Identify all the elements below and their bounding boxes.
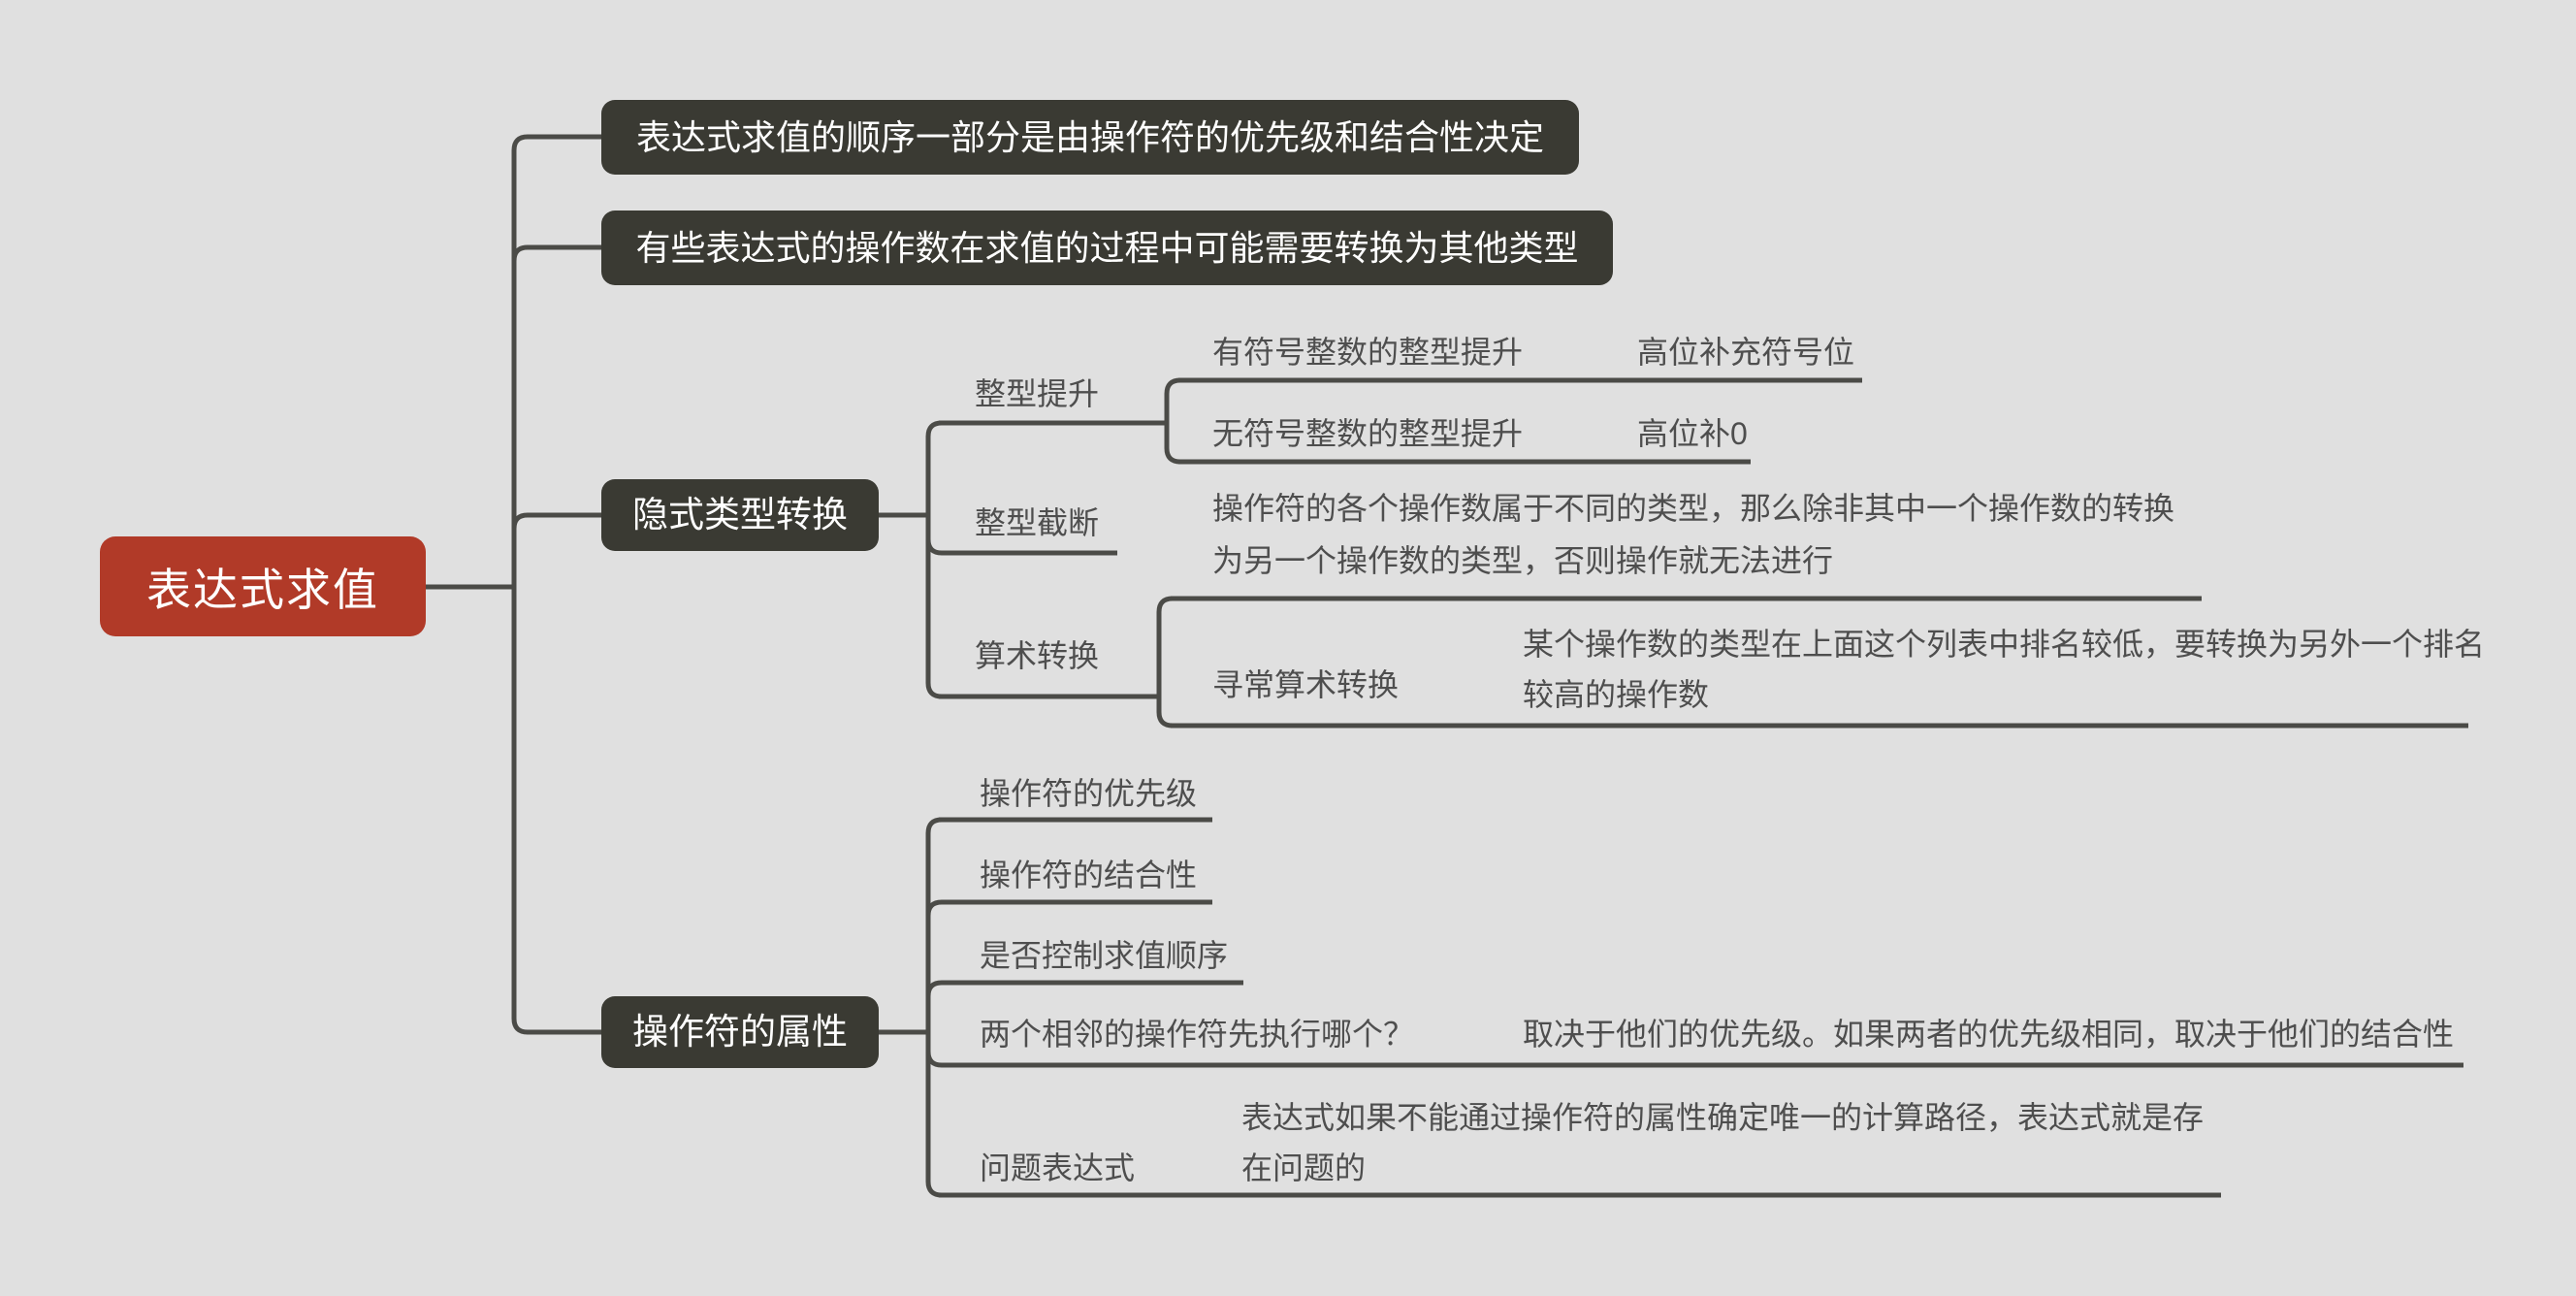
note-unsigned-promotion[interactable]: 高位补0 <box>1637 416 1748 451</box>
topic-operator-precedence[interactable]: 操作符的优先级 <box>980 776 1198 811</box>
root-topic[interactable]: 表达式求值 <box>100 536 426 636</box>
topic-operand-conversion[interactable]: 有些表达式的操作数在求值的过程中可能需要转换为其他类型 <box>601 211 1613 285</box>
topic-usual-arith-conversion[interactable]: 寻常算术转换 <box>1212 667 1400 702</box>
topic-operator-attributes[interactable]: 操作符的属性 <box>601 996 879 1068</box>
topic-problem-expression[interactable]: 问题表达式 <box>980 1150 1136 1185</box>
underline-adjacent-ops-row <box>925 1051 2463 1068</box>
connector-int-truncation <box>925 538 1117 556</box>
note-problem-expression-line2[interactable]: 在问题的 <box>1241 1150 1367 1185</box>
topic-operator-associativity[interactable]: 操作符的结合性 <box>980 858 1198 892</box>
topic-implicit-conversion[interactable]: 隐式类型转换 <box>601 479 879 551</box>
underline-associativity <box>925 899 1212 917</box>
bracket-arith-conversion <box>1156 596 1174 729</box>
topic-signed-promotion[interactable]: 有符号整数的整型提升 <box>1212 335 1524 370</box>
topic-eval-order[interactable]: 表达式求值的顺序一部分是由操作符的优先级和结合性决定 <box>601 100 1579 175</box>
note-usual-arith-line2[interactable]: 较高的操作数 <box>1523 677 1710 712</box>
topic-arith-rule-line2[interactable]: 为另一个操作数的类型，否则操作就无法进行 <box>1212 543 1834 578</box>
topic-operand-conversion-label: 有些表达式的操作数在求值的过程中可能需要转换为其他类型 <box>635 227 1579 268</box>
bracket-int-promotion <box>1164 377 1181 465</box>
connector-main-trunk <box>511 134 601 1035</box>
underline-eval-order <box>925 980 1243 997</box>
root-topic-label: 表达式求值 <box>146 564 379 615</box>
note-signed-promotion[interactable]: 高位补充符号位 <box>1637 335 1855 370</box>
topic-operator-attributes-label: 操作符的属性 <box>632 1011 848 1052</box>
topic-int-promotion[interactable]: 整型提升 <box>975 376 1100 411</box>
connector-branch3 <box>511 512 601 530</box>
topic-arith-rule-line1[interactable]: 操作符的各个操作数属于不同的类型，那么除非其中一个操作数的转换 <box>1212 491 2175 526</box>
connector-b3-spine <box>925 420 943 699</box>
topic-eval-order-control[interactable]: 是否控制求值顺序 <box>980 938 1229 973</box>
connector-b4-spine <box>925 817 943 1198</box>
topic-unsigned-promotion[interactable]: 无符号整数的整型提升 <box>1212 416 1524 451</box>
topic-implicit-conversion-label: 隐式类型转换 <box>632 494 848 535</box>
note-problem-expression-line1[interactable]: 表达式如果不能通过操作符的属性确定唯一的计算路径，表达式就是存 <box>1241 1100 2205 1135</box>
note-usual-arith-line1[interactable]: 某个操作数的类型在上面这个列表中排名较低，要转换为另外一个排名 <box>1523 627 2486 662</box>
connector-branch2 <box>511 244 601 262</box>
note-adjacent-operators[interactable]: 取决于他们的优先级。如果两者的优先级相同，取决于他们的结合性 <box>1523 1017 2455 1052</box>
topic-adjacent-operators[interactable]: 两个相邻的操作符先执行哪个？ <box>980 1017 1415 1052</box>
topic-arith-conversion[interactable]: 算术转换 <box>975 638 1100 673</box>
topic-int-truncation[interactable]: 整型截断 <box>975 505 1100 540</box>
topic-eval-order-label: 表达式求值的顺序一部分是由操作符的优先级和结合性决定 <box>635 116 1544 157</box>
